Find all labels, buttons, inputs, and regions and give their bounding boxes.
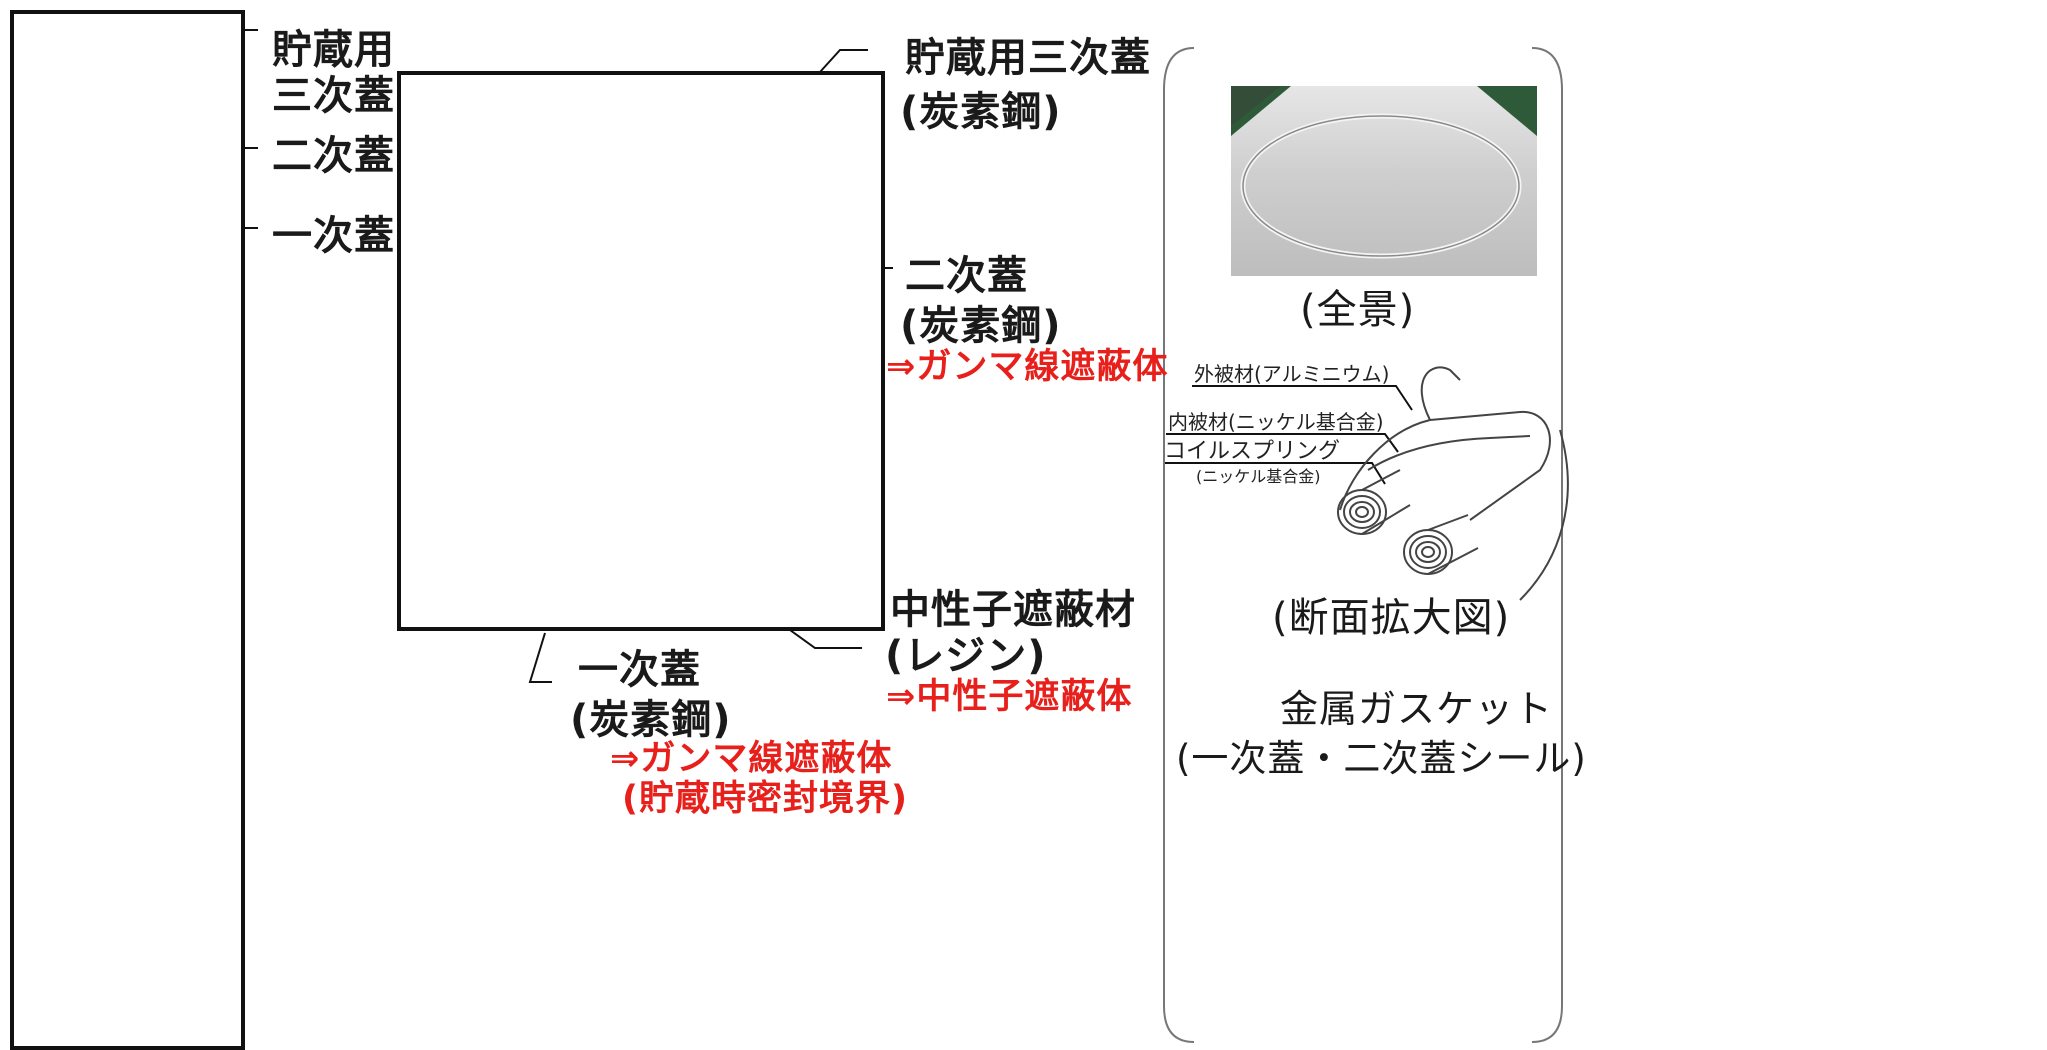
leader-tertiary	[819, 49, 868, 73]
gasket-photo	[1231, 86, 1537, 276]
gasket-right-edge	[1519, 429, 1569, 601]
label-primary-function: ⇒ガンマ線遮蔽体	[610, 739, 893, 779]
coil-spring-left	[1337, 469, 1411, 535]
gasket-section-drawing	[1337, 366, 1569, 601]
leader-gasket-inner	[1166, 433, 1399, 453]
label-primary-function2: (貯蔵時密封境界)	[622, 779, 908, 819]
label-storage-lid-line1: 貯蔵用	[272, 27, 395, 73]
gasket-layer-inner: 内被材(ニッケル基合金)	[1168, 410, 1384, 434]
gasket-photo-image	[1231, 86, 1537, 259]
label-neutron-function: ⇒中性子遮蔽体	[886, 677, 1133, 717]
gasket-photo-caption: (全景)	[1300, 287, 1416, 333]
label-neutron-shield: 中性子遮蔽材	[890, 587, 1136, 633]
gasket-sheath-tail	[1420, 366, 1461, 421]
label-secondary-lid-right: 二次蓋	[905, 253, 1028, 299]
label-secondary-material: (炭素鋼)	[900, 303, 1062, 349]
label-secondary-lid: 二次蓋	[272, 133, 395, 179]
label-primary-lid: 一次蓋	[272, 213, 395, 259]
leader-gasket-coil	[1163, 462, 1386, 485]
gasket-layer-coil: コイルスプリング	[1164, 439, 1341, 464]
leader-neutron	[789, 629, 862, 649]
gasket-title: 金属ガスケット	[1280, 687, 1554, 731]
label-secondary-function: ⇒ガンマ線遮蔽体	[886, 347, 1169, 387]
gasket-sheath-band	[1367, 435, 1531, 471]
coil-spring-right	[1403, 514, 1479, 575]
leader-primary	[528, 632, 552, 683]
label-primary-lid-bottom: 一次蓋	[578, 647, 701, 693]
gasket-layer-coil-material: (ニッケル基合金)	[1196, 467, 1321, 486]
label-tertiary-lid: 貯蔵用三次蓋	[905, 35, 1151, 81]
lid-cross-section-outline	[397, 71, 885, 631]
left-cask-outline	[10, 10, 245, 1050]
gasket-panel-bracket-left	[1163, 47, 1195, 1043]
gasket-section-caption: (断面拡大図)	[1272, 595, 1511, 641]
label-neutron-material: (レジン)	[885, 633, 1047, 679]
leader-gasket-outer	[1192, 385, 1413, 411]
gasket-layer-outer: 外被材(アルミニウム)	[1194, 362, 1390, 386]
gasket-subtitle: (一次蓋・二次蓋シール)	[1176, 737, 1587, 780]
label-tertiary-material: (炭素鋼)	[900, 89, 1062, 135]
label-primary-material: (炭素鋼)	[570, 697, 732, 743]
label-storage-lid-line2: 三次蓋	[272, 73, 395, 119]
gasket-panel-bracket-right	[1531, 47, 1563, 1043]
